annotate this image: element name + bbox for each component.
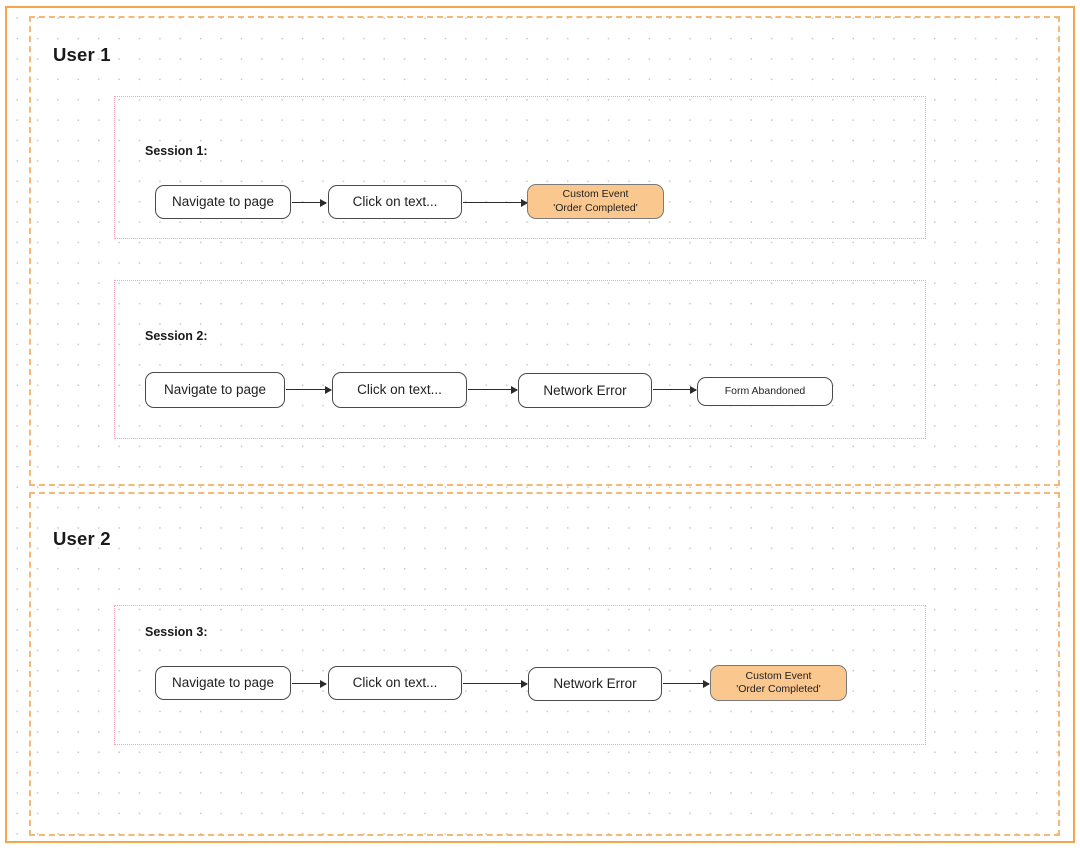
flow-node-label: Navigate to page xyxy=(171,194,275,210)
flow-node-s1-click[interactable]: Click on text... xyxy=(328,185,462,219)
flow-node-label: Network Error xyxy=(543,382,627,398)
flow-node-label: Navigate to page xyxy=(163,382,267,398)
user-title-2: User 2 xyxy=(53,528,111,549)
flow-node-s2-network-error[interactable]: Network Error xyxy=(518,373,652,408)
user-title-1: User 1 xyxy=(53,44,111,65)
flow-arrow-s2-2 xyxy=(468,389,517,391)
flow-arrow-s3-2 xyxy=(463,683,527,685)
flow-arrow-s3-1 xyxy=(292,683,326,685)
diagram-canvas: User 1 Session 1: Navigate to page Click… xyxy=(5,6,1075,843)
user-swimlane-1 xyxy=(29,16,1060,486)
flow-node-label: Custom Event xyxy=(745,669,812,682)
flow-node-s2-click[interactable]: Click on text... xyxy=(332,372,467,408)
session-container-3 xyxy=(114,605,926,745)
user-swimlane-2 xyxy=(29,492,1060,836)
flow-arrow-s2-3 xyxy=(653,389,696,391)
flow-node-s3-navigate[interactable]: Navigate to page xyxy=(155,666,291,700)
flow-node-s1-navigate[interactable]: Navigate to page xyxy=(155,185,291,219)
flow-node-s3-custom-event[interactable]: Custom Event 'Order Completed' xyxy=(710,665,847,701)
flow-node-s1-custom-event[interactable]: Custom Event 'Order Completed' xyxy=(527,184,664,219)
flow-node-label: Form Abandoned xyxy=(724,384,806,397)
flow-node-label: Navigate to page xyxy=(171,675,275,691)
session-container-2 xyxy=(114,280,926,439)
flow-arrow-s3-3 xyxy=(663,683,709,685)
flow-arrow-s2-1 xyxy=(286,389,331,391)
flow-node-label: Click on text... xyxy=(357,382,442,398)
session-title-2: Session 2: xyxy=(145,329,208,343)
flow-node-label: Click on text... xyxy=(352,194,438,210)
flow-node-s2-navigate[interactable]: Navigate to page xyxy=(145,372,285,408)
flow-arrow-s1-2 xyxy=(463,202,527,204)
flow-node-s3-network-error[interactable]: Network Error xyxy=(528,667,662,701)
session-title-1: Session 1: xyxy=(145,144,208,158)
flow-node-s3-click[interactable]: Click on text... xyxy=(328,666,462,700)
flow-node-label: Network Error xyxy=(553,676,637,692)
flow-arrow-s1-1 xyxy=(292,202,326,204)
flow-node-s2-form-abandoned[interactable]: Form Abandoned xyxy=(697,377,833,406)
flow-node-label: Custom Event xyxy=(562,188,629,201)
session-container-1 xyxy=(114,96,926,239)
flow-node-sublabel: 'Order Completed' xyxy=(553,201,638,214)
session-title-3: Session 3: xyxy=(145,625,208,639)
flow-node-label: Click on text... xyxy=(352,675,438,691)
flow-node-sublabel: 'Order Completed' xyxy=(736,683,821,695)
